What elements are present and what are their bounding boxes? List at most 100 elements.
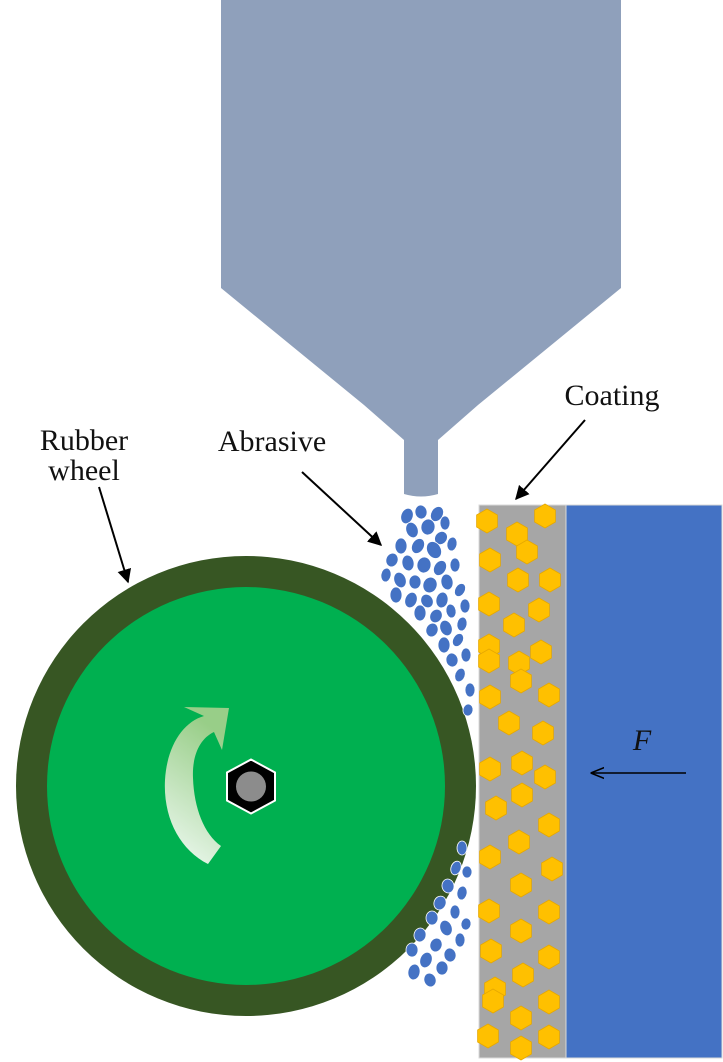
- abrasive-particle: [449, 557, 461, 573]
- hopper: [221, 0, 621, 497]
- coating-hexagon: [510, 1035, 532, 1061]
- abrasive-particle: [413, 927, 427, 943]
- substrate-block: [565, 504, 723, 1059]
- coating-hexagon: [478, 648, 500, 674]
- coating-hexagon: [541, 856, 563, 882]
- coating-hexagon: [498, 710, 520, 736]
- coating-hexagon: [510, 668, 532, 694]
- coating-hexagon: [476, 508, 498, 534]
- abrasive-particle: [437, 636, 451, 654]
- abrasive-particle: [450, 860, 462, 876]
- abrasive-particle: [454, 667, 466, 683]
- abrasive-particle: [419, 951, 433, 969]
- coating-hexagon: [539, 567, 561, 593]
- abrasive-particle: [433, 560, 447, 576]
- abrasive-particles: [380, 504, 476, 988]
- abrasive-particle: [456, 616, 468, 632]
- coating-hexagon: [479, 756, 501, 782]
- abrasive-particle: [433, 895, 447, 911]
- coating-hexagon: [479, 844, 501, 870]
- abrasive-particle: [400, 507, 414, 525]
- abrasive-particle: [393, 571, 407, 589]
- abrasive-particle: [423, 972, 437, 988]
- coating-hexagon: [511, 782, 533, 808]
- hub-bore: [236, 771, 266, 802]
- coating-hexagon: [512, 962, 534, 988]
- coating-hexagon: [508, 829, 530, 855]
- abrasive-particle: [460, 647, 472, 663]
- rubber-wheel-label-line1: Rubber: [40, 424, 128, 457]
- abrasive-particle: [425, 910, 439, 926]
- abrasive-particle: [464, 682, 476, 698]
- abrasive-particle: [426, 541, 442, 559]
- rubber-wheel-leader-arrow: [98, 486, 132, 584]
- abrasive-particle: [405, 521, 419, 539]
- abrasive-particle: [439, 619, 453, 637]
- abrasive-particle: [413, 604, 427, 622]
- abrasive-particle: [459, 598, 471, 614]
- coating-hexagon: [530, 639, 552, 665]
- coating-hexagon: [510, 918, 532, 944]
- coating-hexagon: [538, 899, 560, 925]
- coating-hexagon: [516, 539, 538, 565]
- coating-hexagon: [532, 720, 554, 746]
- rotation-arrow-icon: [164, 707, 229, 864]
- coating-hexagon: [528, 597, 550, 623]
- rubber-wheel-label-line2: wheel: [48, 454, 120, 487]
- abrasive-particle: [411, 538, 425, 554]
- rubber-wheel: [16, 556, 476, 1016]
- abrasive-particle: [446, 536, 458, 552]
- abrasive-particle: [394, 537, 408, 555]
- abrasive-particle: [435, 591, 449, 609]
- coating-hexagon: [477, 1023, 499, 1049]
- coating-hexagon: [510, 1005, 532, 1031]
- abrasive-particle: [439, 919, 453, 937]
- abrasive-leader-arrow: [301, 471, 383, 546]
- abrasive-label: Abrasive: [218, 425, 326, 458]
- coating-hexagon: [510, 872, 532, 898]
- abrasive-particle: [385, 552, 399, 568]
- abrasive-particle: [401, 554, 415, 572]
- abrasive-particle: [445, 652, 459, 668]
- coating-hexagon: [479, 684, 501, 710]
- abrasive-particle: [440, 573, 454, 591]
- coating-hexagon: [479, 547, 501, 573]
- abrasive-particle: [404, 591, 418, 609]
- abrasive-particle: [460, 917, 472, 931]
- abrasive-particle: [462, 703, 474, 717]
- coating-hexagon: [534, 764, 556, 790]
- abrasive-particle: [439, 515, 451, 531]
- coating-label: Coating: [565, 379, 660, 412]
- abrasive-particle: [414, 504, 428, 520]
- coating-hexagon: [478, 591, 500, 617]
- coating-hexagon: [507, 567, 529, 593]
- abrasive-particle: [443, 947, 457, 963]
- abrasive-particle: [422, 576, 438, 594]
- coating-hexagon: [538, 682, 560, 708]
- coating-hexagon: [485, 795, 507, 821]
- abrasive-particle: [429, 608, 443, 624]
- abrasive-particle: [429, 937, 443, 953]
- abrasive-particle: [416, 556, 432, 574]
- abrasive-particle: [420, 518, 436, 536]
- coating-leader-arrow: [515, 419, 586, 501]
- abrasive-particle: [454, 932, 466, 948]
- abrasive-particle: [454, 583, 466, 597]
- coating-hexagon: [538, 989, 560, 1015]
- coating-hexagon: [478, 898, 500, 924]
- abrasive-particle: [407, 963, 421, 981]
- force-label: F: [632, 724, 652, 757]
- coating-hexagons: [476, 503, 563, 1061]
- abrasive-particle: [405, 942, 419, 958]
- coating-hexagon: [511, 750, 533, 776]
- abrasive-particle: [441, 878, 455, 894]
- abrasive-particle: [461, 865, 473, 879]
- abrasive-particle: [456, 885, 468, 901]
- coating-hexagon: [480, 938, 502, 964]
- coating-hexagon: [482, 988, 504, 1014]
- abrasive-particle: [435, 960, 449, 976]
- coating-hexagon: [538, 812, 560, 838]
- abrasive-particle: [389, 586, 403, 604]
- abrasive-particle: [380, 567, 392, 583]
